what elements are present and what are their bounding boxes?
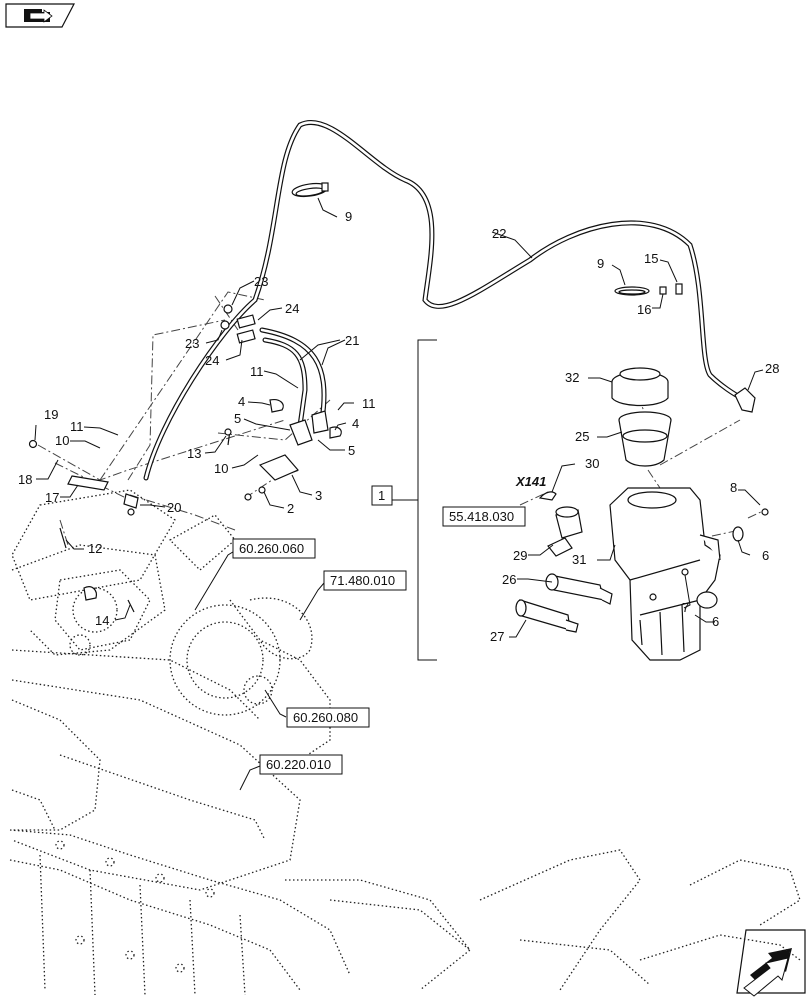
callout-labels: 9 22 9 15 16 28 32 25 30 X141 8 29 31 6 … xyxy=(18,209,779,644)
callout-14: 14 xyxy=(95,613,109,628)
callout-30: 30 xyxy=(585,456,599,471)
connector-label: X141 xyxy=(515,474,546,489)
ref-box-60-260-080[interactable]: 60.260.080 xyxy=(286,707,370,728)
callout-26: 26 xyxy=(502,572,516,587)
hose-clips xyxy=(28,182,683,613)
machine-frame xyxy=(9,489,801,996)
callout-12: 12 xyxy=(88,541,102,556)
kit-number-box: 1 xyxy=(371,485,393,506)
callout-16: 16 xyxy=(637,302,651,317)
callout-7: 7 xyxy=(682,600,689,615)
callout-4: 4 xyxy=(352,416,359,431)
callout-27: 27 xyxy=(490,629,504,644)
folder-back-icon[interactable] xyxy=(5,3,75,28)
callout-24: 24 xyxy=(285,301,299,316)
callout-4: 4 xyxy=(238,394,245,409)
kit-bracket xyxy=(392,339,437,661)
svg-text:60.220.010: 60.220.010 xyxy=(266,757,331,772)
callout-31: 31 xyxy=(572,552,586,567)
callout-6: 6 xyxy=(712,614,719,629)
callout-13: 13 xyxy=(187,446,201,461)
svg-text:60.260.060: 60.260.060 xyxy=(239,541,304,556)
washer-reservoir xyxy=(515,367,769,661)
callout-8: 8 xyxy=(730,480,737,495)
callout-5: 5 xyxy=(234,411,241,426)
callout-19: 19 xyxy=(44,407,58,422)
leader-lines xyxy=(34,197,764,791)
callout-6: 6 xyxy=(762,548,769,563)
callout-18: 18 xyxy=(18,472,32,487)
callout-2: 2 xyxy=(287,501,294,516)
callout-9: 9 xyxy=(597,256,604,271)
svg-text:71.480.010: 71.480.010 xyxy=(330,573,395,588)
callout-5: 5 xyxy=(348,443,355,458)
svg-text:55.418.030: 55.418.030 xyxy=(449,509,514,524)
callout-23: 23 xyxy=(254,274,268,289)
callout-22: 22 xyxy=(492,226,506,241)
callout-15: 15 xyxy=(644,251,658,266)
washer-hose xyxy=(143,120,745,481)
callout-29: 29 xyxy=(513,548,527,563)
callout-11: 11 xyxy=(362,396,376,411)
next-page-arrow-icon[interactable] xyxy=(736,929,806,997)
callout-24: 24 xyxy=(205,353,219,368)
callout-28: 28 xyxy=(765,361,779,376)
callout-11: 11 xyxy=(250,364,264,379)
callout-9: 9 xyxy=(345,209,352,224)
ref-box-60-260-060[interactable]: 60.260.060 xyxy=(232,538,316,559)
callout-23: 23 xyxy=(185,336,199,351)
callout-1: 1 xyxy=(378,488,385,503)
callout-21: 21 xyxy=(345,333,359,348)
callout-17: 17 xyxy=(45,490,59,505)
ref-box-71-480-010[interactable]: 71.480.010 xyxy=(323,570,407,591)
ref-box-60-220-010[interactable]: 60.220.010 xyxy=(259,754,343,775)
callout-20: 20 xyxy=(167,500,181,515)
callout-25: 25 xyxy=(575,429,589,444)
callout-10: 10 xyxy=(55,433,69,448)
callout-11: 11 xyxy=(70,419,84,434)
callout-10: 10 xyxy=(214,461,228,476)
callout-32: 32 xyxy=(565,370,579,385)
svg-text:60.260.080: 60.260.080 xyxy=(293,710,358,725)
callout-3: 3 xyxy=(315,488,322,503)
ref-box-55-418-030[interactable]: 55.418.030 xyxy=(442,506,526,527)
